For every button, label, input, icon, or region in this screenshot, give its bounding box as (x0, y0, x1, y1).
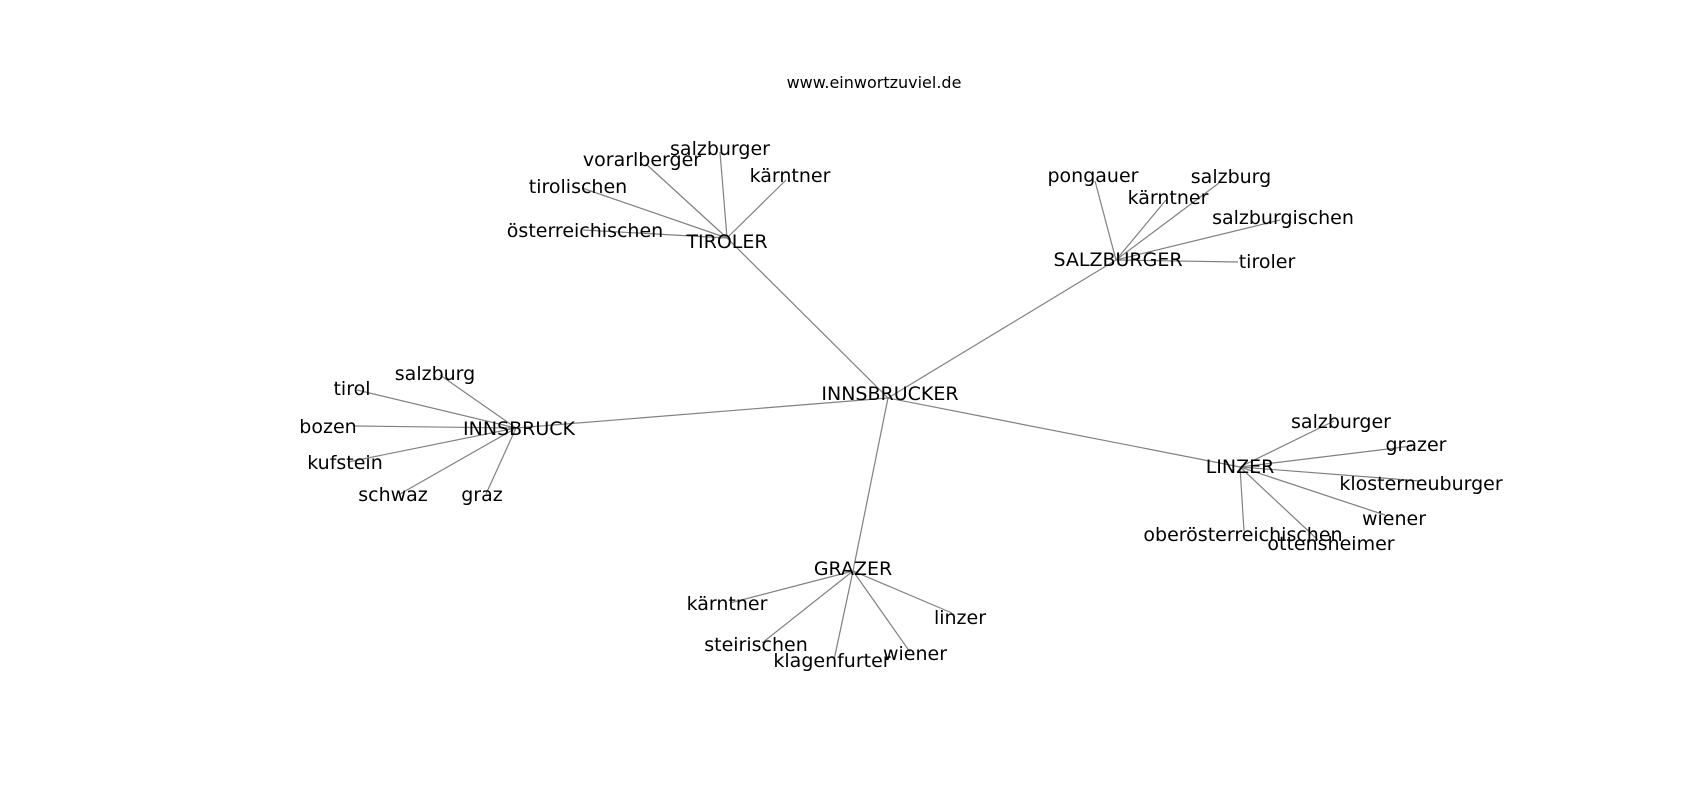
edge-hub-leaf (761, 570, 854, 644)
leaf-node-label: kärntner (687, 593, 768, 615)
hub-node-label: LINZER (1206, 456, 1275, 478)
edge-hub-leaf (347, 427, 517, 463)
leaf-node-label: österreichischen (507, 220, 663, 242)
edge-hub-leaf (726, 179, 787, 239)
edge-hub-leaf (1239, 466, 1386, 516)
hub-node-label: GRAZER (814, 558, 892, 580)
edge-hub-leaf (582, 229, 728, 239)
edge-hub-leaf (1115, 219, 1281, 261)
edge-hub-leaf (1239, 466, 1245, 532)
edge-hub-leaf (852, 570, 953, 614)
edge-hub-leaf (833, 570, 854, 661)
edge-hub-leaf (1239, 420, 1335, 468)
leaf-node-label: salzburgischen (1212, 207, 1354, 229)
leaf-node-label: oberösterreichischen (1143, 524, 1342, 546)
edge-hub-leaf (729, 570, 854, 604)
edge-hub-leaf (719, 151, 728, 239)
leaf-node-label: wiener (883, 643, 947, 665)
edge-hub-leaf (581, 187, 728, 239)
edge-root-hub (726, 237, 889, 399)
leaf-node-label: bozen (299, 416, 356, 438)
edge-root-hub (887, 259, 1117, 399)
edge-hub-leaf (1094, 180, 1117, 261)
site-title: www.einwortzuviel.de (787, 73, 962, 92)
edge-hub-leaf (354, 425, 517, 429)
edge-hub-leaf (645, 163, 728, 239)
leaf-node-label: salzburger (1291, 411, 1391, 433)
edge-hub-leaf (1239, 466, 1421, 482)
leaf-node-label: vorarlberger (583, 149, 701, 171)
hub-node-label: INNSBRUCK (463, 418, 575, 440)
leaf-node-label: salzburg (1191, 166, 1271, 188)
edge-hub-leaf (1115, 182, 1220, 261)
hub-node-label: TIROLER (685, 231, 767, 253)
edge-root-hub (515, 397, 889, 429)
leaf-node-label: schwaz (358, 484, 428, 506)
leaf-node-label: tirolischen (529, 176, 627, 198)
edge-hub-leaf (356, 389, 517, 429)
edge-hub-leaf (1115, 259, 1239, 263)
leaf-node-label: graz (461, 484, 503, 506)
leaf-node-label: tirol (333, 378, 370, 400)
edge-hub-leaf (1239, 466, 1319, 541)
leaf-node-label: salzburg (395, 363, 475, 385)
edge-root-hub (887, 397, 1241, 468)
leaf-node-label: klosterneuburger (1339, 473, 1503, 495)
leaf-node-label: linzer (934, 607, 986, 629)
hub-node-label: SALZBURGER (1053, 249, 1182, 271)
leaf-node-label: grazer (1386, 434, 1447, 456)
edge-hub-leaf (852, 570, 911, 653)
leaf-node-label: klagenfurter (773, 650, 890, 672)
labels-layer: INNSBRUCKERTIROLERvorarlbergersalzburger… (299, 138, 1503, 672)
leaf-node-label: kufstein (307, 452, 383, 474)
edge-hub-leaf (399, 427, 517, 495)
edge-hub-leaf (485, 427, 517, 495)
edge-root-hub (852, 397, 889, 572)
root-node-label: INNSBRUCKER (821, 383, 958, 405)
leaf-node-label: steirischen (704, 634, 808, 656)
edge-hub-leaf (1115, 199, 1167, 261)
leaf-node-label: kärntner (1128, 187, 1209, 209)
leaf-node-label: wiener (1362, 508, 1426, 530)
edges-layer (347, 151, 1421, 661)
leaf-node-label: tiroler (1239, 251, 1296, 273)
leaf-node-label: ottensheimer (1267, 533, 1394, 555)
edge-hub-leaf (1239, 445, 1413, 468)
edge-hub-leaf (439, 374, 517, 429)
leaf-node-label: kärntner (750, 165, 831, 187)
leaf-node-label: pongauer (1048, 165, 1139, 187)
leaf-node-label: salzburger (670, 138, 770, 160)
